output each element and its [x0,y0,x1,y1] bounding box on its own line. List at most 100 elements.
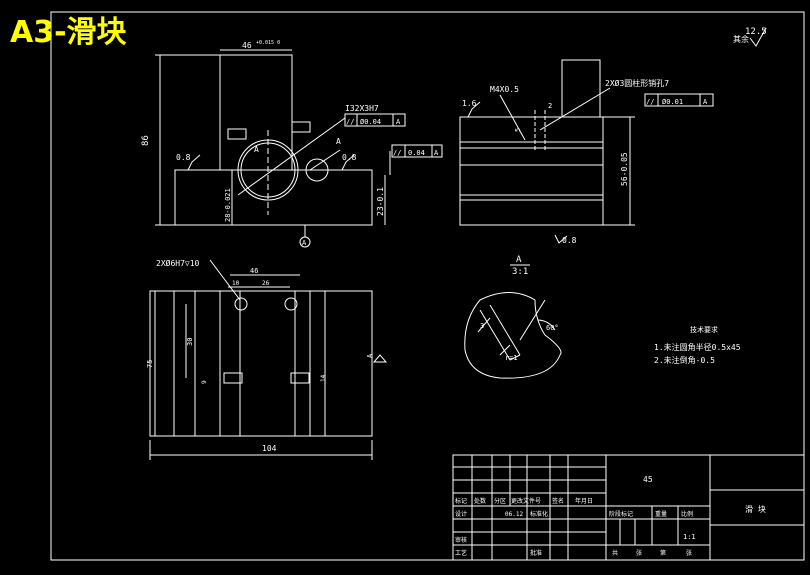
front-tol-box-side [391,144,443,158]
side-dim-2: 2 [548,102,552,110]
front-roughness-right: 0.8 [342,153,357,162]
top-section-a-icon [372,354,388,363]
drawing-border [50,11,805,561]
side-roughness-top: 1.6 [462,99,477,108]
title-block-sheet-label-4: 张 [686,549,692,557]
front-dim-23: 23-0.1 [376,187,385,216]
roughness-symbol-icon [749,27,767,47]
title-block-row-label-4: 更改文件号 [511,497,541,505]
tech-note-2: 2.未注倒角-0.5 [654,355,715,365]
front-dim-28: 28-0.021 [224,188,232,222]
front-bore-tol-symbol: // [346,118,354,126]
roughness-note-value: 12.5 [745,27,767,37]
title-block-stage-label-3: 比例 [681,510,693,518]
title-block-row-label-3: 分区 [494,497,506,505]
side-holes-dim: 2XØ3圆柱形销孔7 [605,78,669,88]
drawing-title: A3-滑块 [10,15,127,50]
front-roughness-right-icon [341,154,355,171]
front-width-tol: +0.015 0 [256,40,280,46]
top-dim-75: 75 [146,360,154,368]
top-dim-104: 104 [262,444,277,453]
detail-dim-r1: r=1 [505,354,518,362]
title-block-row-label-6: 年月日 [575,497,593,505]
side-leader-thread [499,94,526,141]
title-block-scale: 1:1 [683,533,696,541]
detail-angle: 60° [546,324,559,332]
title-block-design-label: 设计 [455,510,467,518]
front-datum-a-icon [299,236,311,248]
side-tol-box [644,93,714,107]
title-block-design-date: 06.12 [505,511,523,518]
top-view [149,259,388,460]
front-side-tol-symbol: // [393,149,401,157]
tech-notes-heading: 技术要求 [690,325,718,334]
title-block-process-label: 工艺 [455,549,467,557]
top-dim-14: 14 [320,374,327,382]
front-screw-left [227,128,247,140]
detail-scale: 3:1 [512,267,528,277]
title-block-sheet-label-1: 共 [612,549,618,557]
front-view [155,49,443,248]
side-roughness-top-icon [467,101,481,118]
title-block-standard-label: 标准化 [530,510,548,518]
top-leader-holes [209,259,241,301]
front-leader-bore [237,117,346,196]
title-block-approve-label: 批准 [530,549,542,557]
title-block-sheet-label-3: 第 [660,549,666,557]
roughness-note-label: 其余 [733,34,749,44]
side-top-block [561,59,601,118]
top-section-a: A [366,353,374,358]
detail-angle-arc [537,319,556,331]
title-block-sheet-label-2: 张 [636,549,642,557]
front-bore-tol-value: Ø0.04 [360,118,381,126]
front-side-tol-datum: A [434,149,439,157]
side-dim-5: 5 [514,128,522,132]
detail-outline [464,292,562,379]
title-block-row-label-2: 处数 [474,497,486,505]
front-datum-a-text: A [302,239,307,247]
detail-label: A [516,255,522,265]
side-leader-holes [539,87,611,131]
side-dim-56: 56-0.05 [620,152,629,186]
top-dim-46: 46 [250,267,258,275]
title-block [452,454,805,561]
front-height-dim: 86 [141,135,151,146]
top-pin-hole-left [234,297,248,311]
title-block-row-label-1: 标记 [455,497,467,505]
front-width-dim: 46 [242,41,252,50]
detail-view [464,292,562,379]
side-tol-value: Ø0.01 [662,98,683,106]
front-screw-right [291,121,311,133]
front-side-tol-value: 0.04 [408,149,425,157]
top-dim-30: 30 [186,338,194,346]
top-dim-26: 26 [262,280,270,287]
top-outline [149,290,373,437]
front-lower-base [174,169,373,226]
side-tol-datum: A [703,98,708,106]
side-roughness-bottom-icon [554,234,568,244]
front-bore-dim: I32X3H7 [345,104,379,113]
title-block-stage-label-2: 重量 [655,510,667,518]
side-roughness-bottom: 0.8 [562,236,577,245]
front-label-a2: A [336,137,341,146]
front-leader-small [309,149,341,171]
title-block-row-label-5: 签名 [552,497,564,505]
side-thread-dim: M4X0.5 [490,85,519,94]
front-label-a: A [254,145,259,154]
side-view [459,59,714,244]
top-holes-dim: 2XØ6H7▽10 [156,258,200,268]
title-block-stage-label-1: 阶段标记 [609,510,633,518]
side-main-block [459,116,604,226]
top-dim-9: 9 [201,380,208,384]
top-screw-left [223,372,243,384]
front-roughness-left: 0.8 [176,153,191,162]
top-dim-10: 10 [232,280,240,287]
title-block-material: 45 [643,475,653,484]
side-tol-symbol: // [646,98,654,106]
front-roughness-left-icon [187,154,201,171]
top-pin-hole-right [284,297,298,311]
detail-dim-3: 3 [480,322,484,330]
title-block-part-name: 滑 块 [745,504,766,514]
front-tol-box-bore [344,113,406,127]
